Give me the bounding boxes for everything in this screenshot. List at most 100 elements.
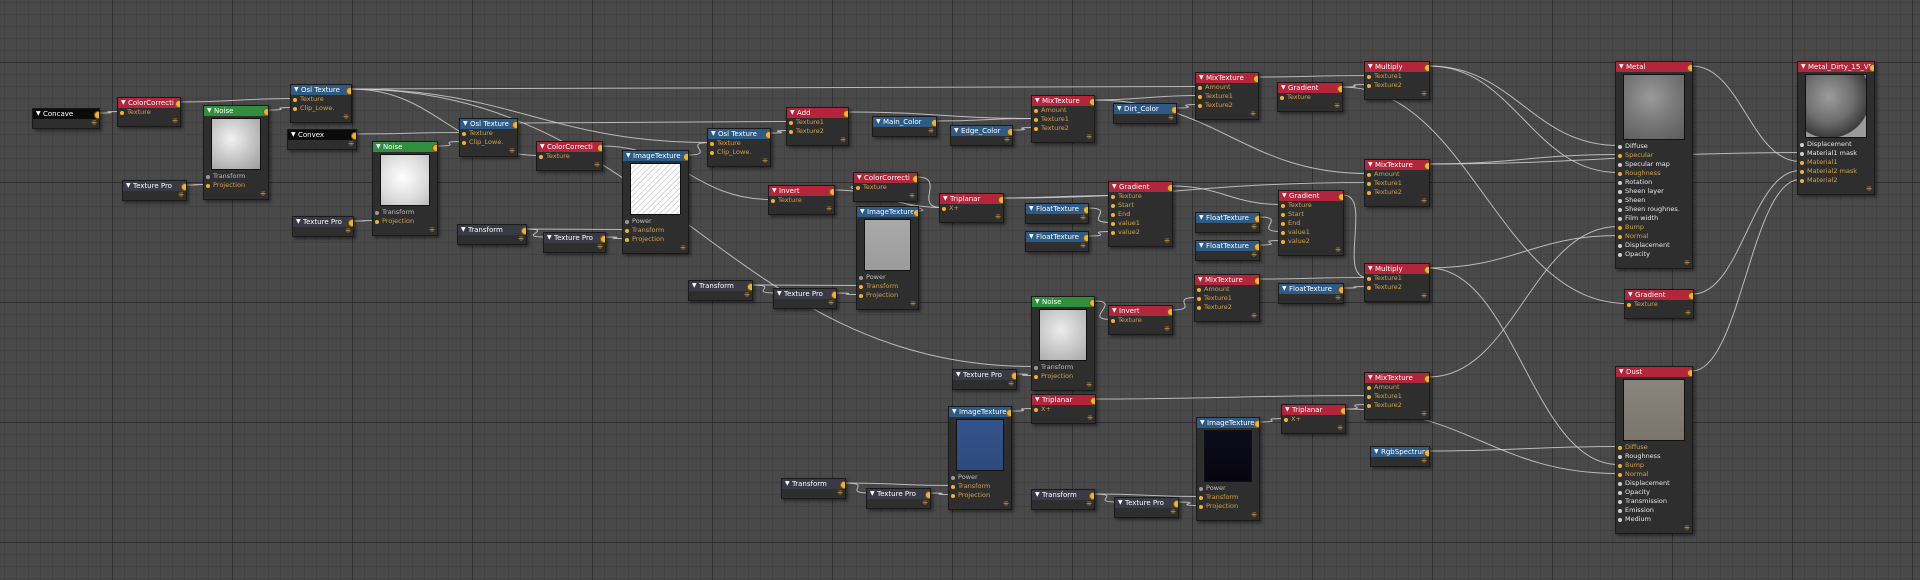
input-pin-value1[interactable]: value1	[1279, 228, 1343, 237]
collapse-triangle-icon[interactable]: ▼	[772, 187, 777, 194]
pin-dot-icon[interactable]	[1618, 180, 1622, 185]
pin-dot-icon[interactable]	[1367, 74, 1371, 79]
node-header[interactable]: ▼Add	[787, 108, 848, 118]
resize-handle-icon[interactable]: ⁜	[922, 499, 928, 507]
node-header[interactable]: ▼Dirt_Color	[1114, 104, 1176, 114]
pin-dot-icon[interactable]	[1618, 225, 1622, 230]
input-pin-texture2[interactable]: Texture2	[1365, 283, 1429, 292]
resize-handle-icon[interactable]: ⁜	[1164, 325, 1170, 333]
pin-dot-icon[interactable]	[1367, 181, 1371, 186]
resize-handle-icon[interactable]: ⁜	[744, 291, 750, 299]
input-pin-power[interactable]: Power	[949, 473, 1011, 482]
input-pin-texture[interactable]: Texture	[769, 196, 834, 205]
input-pin-texture1[interactable]: Texture1	[1195, 294, 1259, 303]
input-pin-texture2[interactable]: Texture2	[1196, 101, 1258, 110]
pin-dot-icon[interactable]	[1197, 296, 1201, 301]
node-header[interactable]: ▼Metal_Dirty_15_VM	[1798, 62, 1874, 72]
pin-dot-icon[interactable]	[1618, 171, 1622, 176]
pin-dot-icon[interactable]	[1618, 472, 1622, 477]
collapse-triangle-icon[interactable]: ▼	[540, 143, 545, 150]
pin-dot-icon[interactable]	[1367, 285, 1371, 290]
pin-dot-icon[interactable]	[1618, 490, 1622, 495]
collapse-triangle-icon[interactable]: ▼	[777, 290, 782, 297]
node-header[interactable]: ▼RgbSpectrum	[1371, 447, 1429, 457]
resize-handle-icon[interactable]: ⁜	[348, 140, 354, 148]
wire-mix4-to-metal[interactable]	[1428, 154, 1619, 165]
input-pin-normal[interactable]: Normal	[1616, 232, 1692, 241]
input-pin-specular-map[interactable]: Specular map	[1616, 160, 1692, 169]
pin-dot-icon[interactable]	[1281, 230, 1285, 235]
resize-handle-icon[interactable]: ⁜	[762, 157, 768, 165]
pin-dot-icon[interactable]	[1618, 481, 1622, 486]
input-pin-material2[interactable]: Material2	[1798, 176, 1874, 185]
wire-multiply2-to-dust[interactable]	[1428, 267, 1619, 465]
input-pin-transform[interactable]: Transform	[204, 172, 268, 181]
collapse-triangle-icon[interactable]: ▼	[547, 234, 552, 241]
input-pin-end[interactable]: End	[1279, 219, 1343, 228]
wire-dust-to-final[interactable]	[1691, 179, 1801, 372]
input-pin-texture1[interactable]: Texture1	[1196, 92, 1258, 101]
pin-dot-icon[interactable]	[771, 198, 775, 203]
input-pin-x[interactable]: X+	[1282, 415, 1345, 424]
output-pin-icon[interactable]	[1083, 206, 1088, 214]
wire-osl2-to-add[interactable]	[516, 121, 790, 124]
input-pin-transform[interactable]: Transform	[623, 226, 688, 235]
input-pin-medium[interactable]: Medium	[1616, 515, 1692, 524]
pin-dot-icon[interactable]	[1618, 454, 1622, 459]
input-pin-clip-lowe[interactable]: Clip_Lowe.	[708, 148, 770, 157]
input-pin-texture2[interactable]: Texture2	[1365, 401, 1429, 410]
collapse-triangle-icon[interactable]: ▼	[1282, 192, 1287, 199]
resize-handle-icon[interactable]: ⁜	[260, 190, 266, 198]
output-pin-icon[interactable]	[94, 111, 99, 119]
resize-handle-icon[interactable]: ⁜	[995, 213, 1001, 221]
output-pin-icon[interactable]	[1337, 85, 1342, 93]
pin-dot-icon[interactable]	[1111, 221, 1115, 226]
node-transform3[interactable]: ▼Transform⁜	[781, 478, 846, 499]
node-header[interactable]: ▼Gradient	[1625, 290, 1693, 300]
input-pin-amount[interactable]: Amount	[1195, 285, 1259, 294]
node-header[interactable]: ▼MixTexture	[1196, 73, 1258, 83]
output-pin-icon[interactable]	[1167, 184, 1172, 192]
node-tp5[interactable]: ▼Texture Pro⁜	[952, 369, 1017, 390]
node-header[interactable]: ▼Transform	[689, 281, 752, 291]
input-pin-transmission[interactable]: Transmission	[1616, 497, 1692, 506]
output-pin-icon[interactable]	[1173, 500, 1178, 508]
output-pin-icon[interactable]	[843, 110, 848, 118]
output-pin-icon[interactable]	[1171, 106, 1176, 114]
output-pin-icon[interactable]	[1007, 128, 1012, 136]
pin-dot-icon[interactable]	[789, 129, 793, 134]
resize-handle-icon[interactable]: ⁜	[1335, 246, 1341, 254]
node-header[interactable]: ▼Triplanar	[1282, 405, 1345, 415]
node-tp7[interactable]: ▼Texture Pro⁜	[1114, 497, 1179, 518]
pin-dot-icon[interactable]	[1618, 198, 1622, 203]
node-header[interactable]: ▼FloatTexture	[1026, 204, 1088, 214]
input-pin-clip-lowe[interactable]: Clip_Lowe.	[460, 138, 517, 147]
node-header[interactable]: ▼Invert	[1109, 306, 1172, 316]
collapse-triangle-icon[interactable]: ▼	[711, 130, 716, 137]
output-pin-icon[interactable]	[181, 183, 186, 191]
pin-dot-icon[interactable]	[462, 140, 466, 145]
collapse-triangle-icon[interactable]: ▼	[790, 109, 795, 116]
node-dirt_color[interactable]: ▼Dirt_Color⁜	[1113, 103, 1177, 124]
node-header[interactable]: ▼Gradient	[1279, 191, 1343, 201]
pin-dot-icon[interactable]	[206, 174, 210, 179]
output-pin-icon[interactable]	[1424, 162, 1429, 170]
node-header[interactable]: ▼Gradient	[1278, 83, 1342, 93]
collapse-triangle-icon[interactable]: ▼	[294, 86, 299, 93]
input-pin-roughness[interactable]: Roughness	[1616, 452, 1692, 461]
pin-dot-icon[interactable]	[293, 106, 297, 111]
pin-dot-icon[interactable]	[1034, 407, 1038, 412]
collapse-triangle-icon[interactable]: ▼	[1374, 448, 1379, 455]
node-header[interactable]: ▼Texture Pro	[867, 489, 930, 499]
output-pin-icon[interactable]	[512, 121, 517, 129]
node-header[interactable]: ▼Main_Color	[873, 117, 936, 127]
collapse-triangle-icon[interactable]: ▼	[860, 208, 865, 215]
output-pin-icon[interactable]	[1424, 64, 1429, 72]
collapse-triangle-icon[interactable]: ▼	[1118, 499, 1123, 506]
